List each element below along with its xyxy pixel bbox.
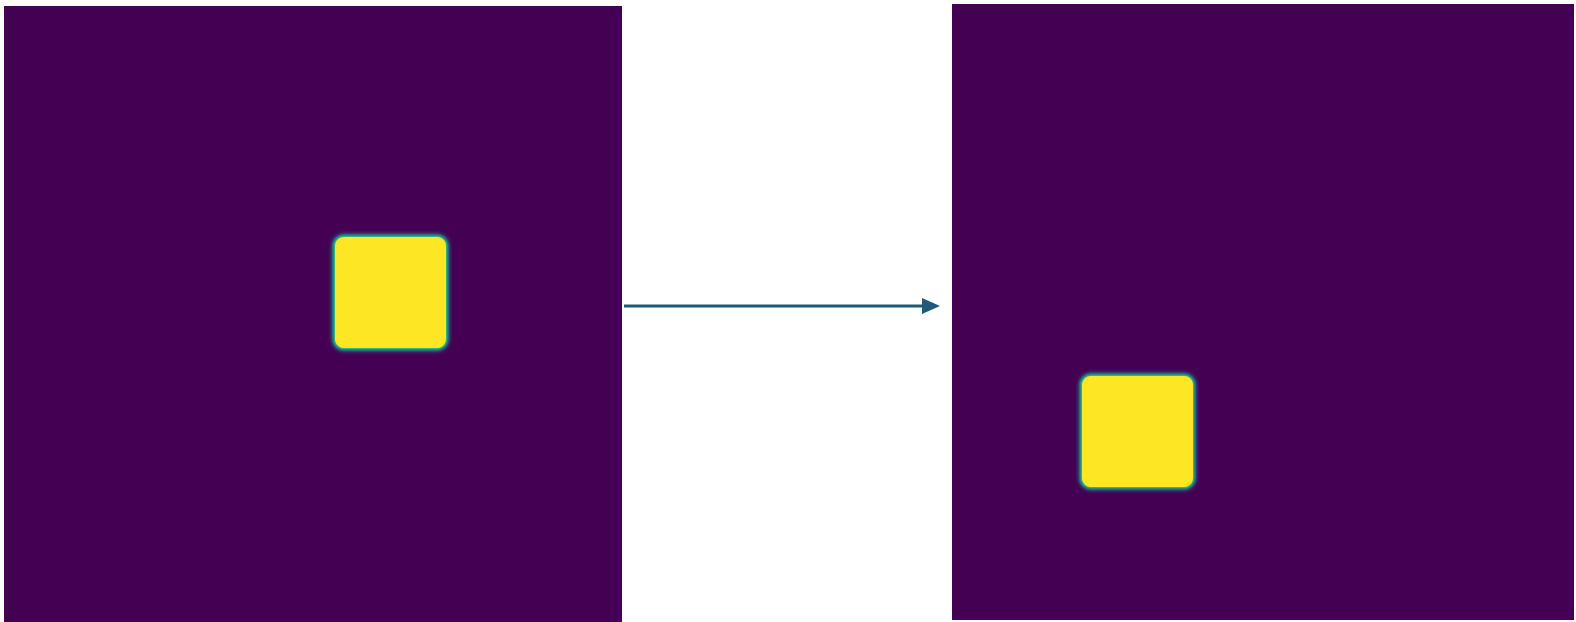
- panel-before: [4, 6, 622, 622]
- transition-arrow: [624, 298, 940, 314]
- panel-after: [952, 4, 1574, 620]
- square-after: [1082, 376, 1193, 487]
- arrow-head: [922, 298, 940, 314]
- square-before: [335, 237, 446, 348]
